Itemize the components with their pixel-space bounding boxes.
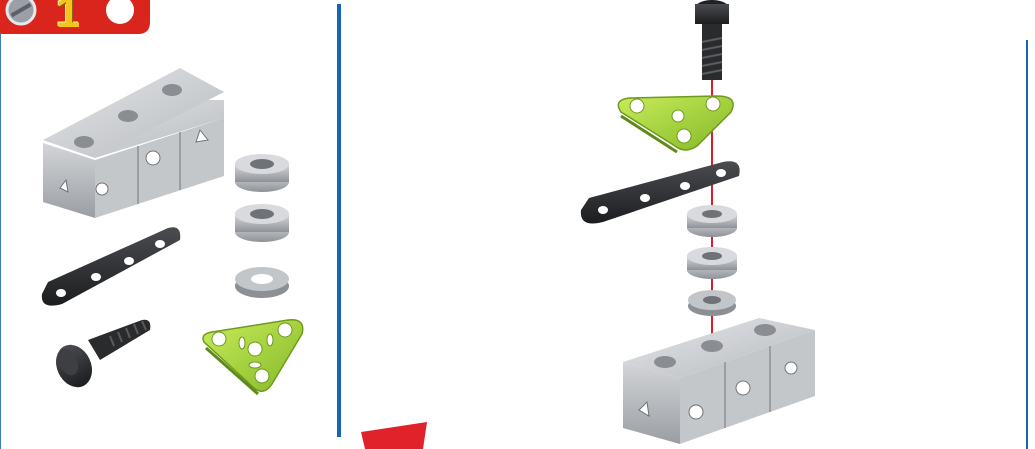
cube-block-part (43, 68, 224, 218)
assembly-bolt (695, 0, 729, 80)
spacer-ring-part (235, 154, 289, 192)
step-badge-shape (0, 0, 150, 34)
step-number: 1 (55, 0, 81, 37)
assembly-spacer-ring (687, 247, 737, 279)
assembly-panel (361, 0, 815, 449)
assembly-green-plate (617, 95, 734, 154)
step-badge: 1 (0, 0, 150, 37)
assembly-washer (688, 290, 736, 316)
spacer-ring-part (235, 204, 289, 242)
assembly-spacer-ring (687, 205, 737, 237)
washer-part (235, 267, 289, 298)
frame-left-line (0, 33, 1, 449)
parts-panel (41, 68, 304, 396)
panel-divider (337, 4, 341, 437)
assembly-black-strip (580, 161, 740, 224)
assembly-cube-block (623, 318, 815, 444)
black-bolt-part (56, 319, 151, 388)
frame-right-line (1026, 40, 1028, 449)
black-strip-part (41, 227, 181, 306)
red-arrow-icon (361, 422, 427, 449)
hole-icon (106, 0, 134, 24)
green-triangle-part (202, 319, 304, 396)
